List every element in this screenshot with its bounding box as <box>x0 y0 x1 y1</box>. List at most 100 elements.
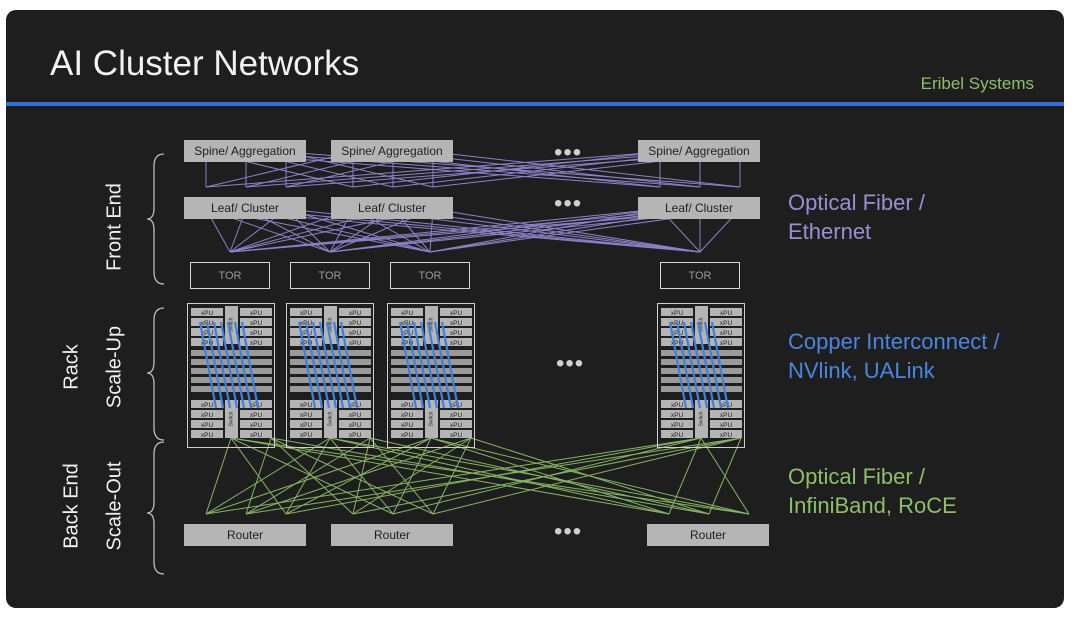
rack-shelf <box>661 368 742 374</box>
xpu-label: xPU <box>250 422 263 429</box>
xpu-label: xPU <box>450 310 463 317</box>
rack-shelf <box>661 350 742 356</box>
spine-ellipsis: ••• <box>554 139 583 166</box>
xpu-tray <box>710 318 742 326</box>
xpu-label: xPU <box>349 320 362 327</box>
xpu-tray <box>290 308 322 316</box>
xpu-tray <box>339 400 371 408</box>
xpu-label: xPU <box>450 340 463 347</box>
switch-tray <box>695 306 708 344</box>
router-1: Router <box>184 524 306 546</box>
xpu-tray <box>339 318 371 326</box>
xpu-label: xPU <box>450 432 463 439</box>
spine-label: Spine/ Aggregation <box>341 144 443 158</box>
front-end-note-line1: Optical Fiber / <box>788 190 925 215</box>
rack-shelf <box>290 386 371 392</box>
switch-label: Switch <box>328 411 334 426</box>
xpu-label: xPU <box>250 402 263 409</box>
switch-label: Switch <box>429 411 435 426</box>
xpu-label: xPU <box>720 330 733 337</box>
xpu-tray <box>440 308 472 316</box>
xpu-tray <box>191 400 223 408</box>
copper-link <box>405 321 425 409</box>
xpu-label: xPU <box>720 320 733 327</box>
copper-link <box>325 321 345 409</box>
rack-shelf <box>290 350 371 356</box>
slide-title: AI Cluster Networks <box>50 44 360 83</box>
back-end-note-line1: Optical Fiber / <box>788 464 925 489</box>
xpu-tray <box>391 420 423 428</box>
xpu-tray <box>661 308 693 316</box>
leaf-label: Leaf/ Cluster <box>357 201 427 215</box>
copper-link <box>398 321 418 409</box>
xpu-tray <box>290 400 322 408</box>
scale-up-note-line1: Copper Interconnect / <box>788 329 1000 354</box>
copper-link <box>675 321 695 409</box>
scale-up-note: Copper Interconnect / NVlink, UALink <box>788 327 1000 385</box>
spine-switch-2: Spine/ Aggregation <box>331 140 453 162</box>
tor-label: TOR <box>218 269 242 282</box>
xpu-label: xPU <box>450 412 463 419</box>
xpu-tray <box>440 430 472 438</box>
copper-link <box>332 321 352 409</box>
xpu-label: xPU <box>201 422 214 429</box>
brand-label: Eribel Systems <box>920 74 1034 93</box>
xpu-tray <box>240 400 272 408</box>
copper-link <box>318 321 338 409</box>
rack-shelf <box>661 359 742 365</box>
xpu-tray <box>191 328 223 336</box>
xpu-label: xPU <box>720 412 733 419</box>
xpu-label: xPU <box>201 310 214 317</box>
xpu-label: xPU <box>201 402 214 409</box>
xpu-label: xPU <box>201 432 214 439</box>
copper-interconnect <box>297 321 359 409</box>
switch-label: Switch <box>229 317 235 332</box>
rack-shelf <box>391 386 472 392</box>
rack-label: Rack <box>60 344 83 390</box>
tor-label: TOR <box>688 269 712 282</box>
xpu-tray <box>440 420 472 428</box>
xpu-label: xPU <box>401 340 414 347</box>
copper-link <box>297 321 317 409</box>
xpu-label: xPU <box>450 422 463 429</box>
xpu-label: xPU <box>671 432 684 439</box>
copper-link <box>219 321 239 409</box>
xpu-tray <box>290 328 322 336</box>
xpu-tray <box>710 308 742 316</box>
switch-tray <box>695 400 708 438</box>
copper-link <box>440 321 460 409</box>
switch-label: Switch <box>699 317 705 332</box>
xpu-label: xPU <box>349 422 362 429</box>
copper-link <box>426 321 446 409</box>
copper-link <box>304 321 324 409</box>
xpu-tray <box>391 410 423 418</box>
xpu-label: xPU <box>250 412 263 419</box>
xpu-label: xPU <box>671 310 684 317</box>
xpu-label: xPU <box>250 320 263 327</box>
router-label: Router <box>689 528 727 542</box>
scale-out-brace <box>146 441 165 575</box>
copper-link <box>212 321 232 409</box>
xpu-label: xPU <box>720 422 733 429</box>
xpu-tray <box>191 410 223 418</box>
router-3: Router <box>647 524 769 546</box>
tor-switch-4: TOR <box>660 262 740 289</box>
xpu-label: xPU <box>450 402 463 409</box>
xpu-label: xPU <box>349 432 362 439</box>
leaf-switch-3: Leaf/ Cluster <box>638 197 760 219</box>
xpu-label: xPU <box>720 310 733 317</box>
leaf-label: Leaf/ Cluster <box>210 201 280 215</box>
xpu-tray <box>339 338 371 346</box>
xpu-tray <box>240 338 272 346</box>
copper-link <box>311 321 331 409</box>
copper-link <box>339 321 359 409</box>
rack-shelf <box>391 359 472 365</box>
xpu-label: xPU <box>671 422 684 429</box>
xpu-label: xPU <box>300 412 313 419</box>
xpu-tray <box>710 400 742 408</box>
xpu-label: xPU <box>450 330 463 337</box>
